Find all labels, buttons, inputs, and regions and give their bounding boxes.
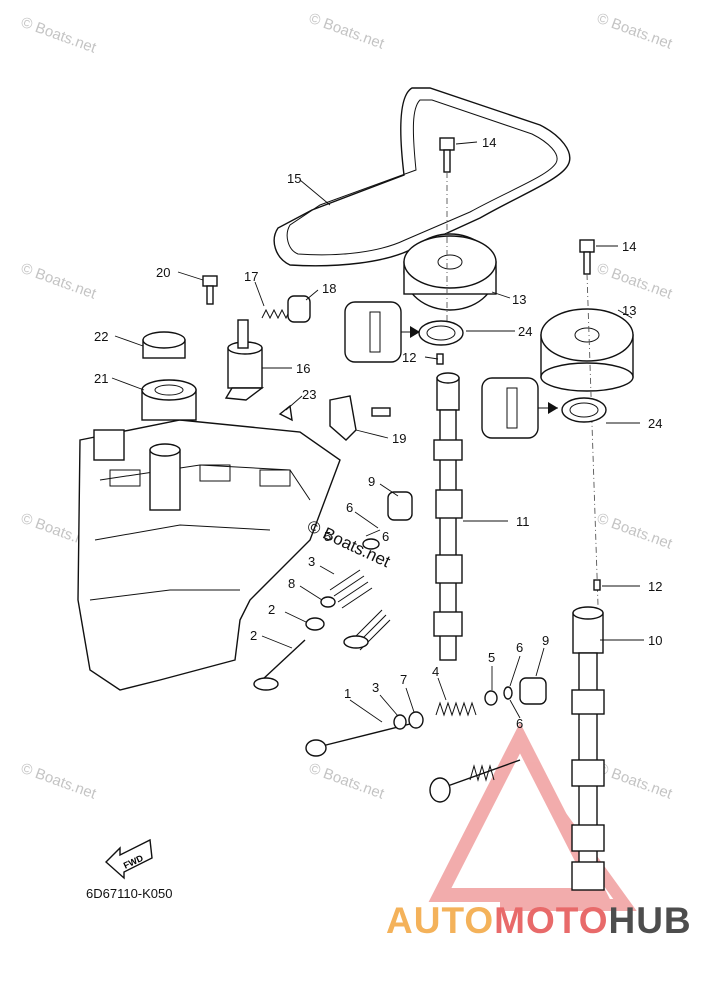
callout-15: 15 bbox=[287, 171, 301, 186]
brand-part-hub: HUB bbox=[608, 900, 692, 941]
watermark: © Boats.net bbox=[307, 10, 387, 53]
spring-4-left bbox=[329, 569, 373, 609]
brand-part-moto: MOTO bbox=[494, 900, 609, 941]
lifter-9-right bbox=[519, 677, 547, 705]
callout-3: 3 bbox=[372, 680, 379, 695]
camshaft-sprocket-upper bbox=[403, 233, 497, 311]
watermark: © Boats.net bbox=[19, 260, 99, 303]
callout-labels: 14 15 13 14 13 20 17 18 22 21 16 23 19 2… bbox=[94, 135, 662, 731]
watermark: © Boats.net bbox=[595, 510, 675, 553]
callout-6: 6 bbox=[516, 640, 523, 655]
seal-7 bbox=[408, 711, 424, 729]
timing-belt bbox=[273, 87, 571, 267]
callout-7: 7 bbox=[400, 672, 407, 687]
callout-6: 6 bbox=[516, 716, 523, 731]
callout-3: 2 bbox=[268, 602, 275, 617]
callout-9: 9 bbox=[368, 474, 375, 489]
brand-logo: AUTOMOTOHUB bbox=[386, 900, 692, 950]
callout-9: 9 bbox=[542, 633, 549, 648]
callout-13: 13 bbox=[622, 303, 636, 318]
axis-line bbox=[586, 273, 599, 606]
callout-24: 24 bbox=[518, 324, 532, 339]
watermark: © Boats.net bbox=[19, 14, 99, 57]
cotter-6 bbox=[503, 686, 513, 700]
camshaft-10 bbox=[571, 606, 605, 891]
pulley-21 bbox=[141, 379, 197, 421]
callout-17: 17 bbox=[244, 269, 258, 284]
nut-22 bbox=[142, 331, 186, 359]
callout-10: 10 bbox=[648, 633, 662, 648]
callout-5: 5 bbox=[324, 529, 331, 544]
spring-4-right bbox=[435, 701, 477, 717]
oil-seal-detail-upper bbox=[344, 301, 464, 363]
seat-3 bbox=[393, 714, 407, 730]
leader-lines bbox=[111, 141, 644, 723]
callout-18: 18 bbox=[322, 281, 336, 296]
callout-1: 1 bbox=[344, 686, 351, 701]
key-23 bbox=[278, 404, 293, 422]
watermark: © Boats.net bbox=[19, 760, 99, 803]
callout-6: 6 bbox=[382, 529, 389, 544]
callout-12: 12 bbox=[648, 579, 662, 594]
camshaft-11 bbox=[433, 372, 463, 661]
oil-seal-detail-lower bbox=[481, 377, 607, 439]
callout-14: 14 bbox=[482, 135, 496, 150]
callout-4: 3 bbox=[308, 554, 315, 569]
callout-21: 21 bbox=[94, 371, 108, 386]
callout-23: 23 bbox=[302, 387, 316, 402]
callout-20: 20 bbox=[156, 265, 170, 280]
tensioner-16 bbox=[224, 319, 265, 401]
diagram-code: 6D67110-K050 bbox=[86, 886, 173, 901]
callout-13: 13 bbox=[512, 292, 526, 307]
callout-5: 5 bbox=[488, 650, 495, 665]
collar-18 bbox=[287, 295, 311, 323]
bolt-20 bbox=[202, 275, 218, 305]
callout-19: 19 bbox=[392, 431, 406, 446]
callout-11: 11 bbox=[516, 514, 530, 529]
camshaft-sprocket-lower bbox=[540, 308, 634, 392]
dowel-pin-12 bbox=[593, 579, 601, 591]
seal-8 bbox=[320, 596, 336, 608]
valve-spring-exhaust bbox=[343, 609, 391, 651]
callout-16: 16 bbox=[296, 361, 310, 376]
callout-14: 14 bbox=[622, 239, 636, 254]
watermark: © Boats.net bbox=[307, 760, 387, 803]
callout-2: 2 bbox=[250, 628, 257, 643]
valve-2 bbox=[253, 639, 306, 691]
crankshaft-end bbox=[93, 429, 181, 511]
watermark: © Boats.net bbox=[595, 260, 675, 303]
lifter-9-left bbox=[387, 491, 413, 521]
plate-19 bbox=[329, 395, 391, 441]
callout-24: 24 bbox=[648, 416, 662, 431]
fwd-arrow-icon: FWD bbox=[104, 838, 153, 880]
brand-part-auto: AUTO bbox=[386, 900, 495, 941]
center-watermark: © Boats.net bbox=[304, 516, 393, 571]
retainer-5 bbox=[484, 690, 498, 706]
callout-22: 22 bbox=[94, 329, 108, 344]
watermark: © Boats.net bbox=[595, 10, 675, 53]
valve-assembly-right bbox=[429, 759, 521, 803]
callout-6: 6 bbox=[346, 500, 353, 515]
watermark: © Boats.net bbox=[595, 760, 675, 803]
callout-8: 8 bbox=[288, 576, 295, 591]
callout-4: 4 bbox=[432, 664, 439, 679]
callout-12: 12 bbox=[402, 350, 416, 365]
spring-retainer-5 bbox=[362, 538, 380, 550]
valve-1 bbox=[305, 723, 411, 757]
seat-3 bbox=[305, 617, 325, 631]
bolt-14-lower bbox=[579, 239, 595, 275]
